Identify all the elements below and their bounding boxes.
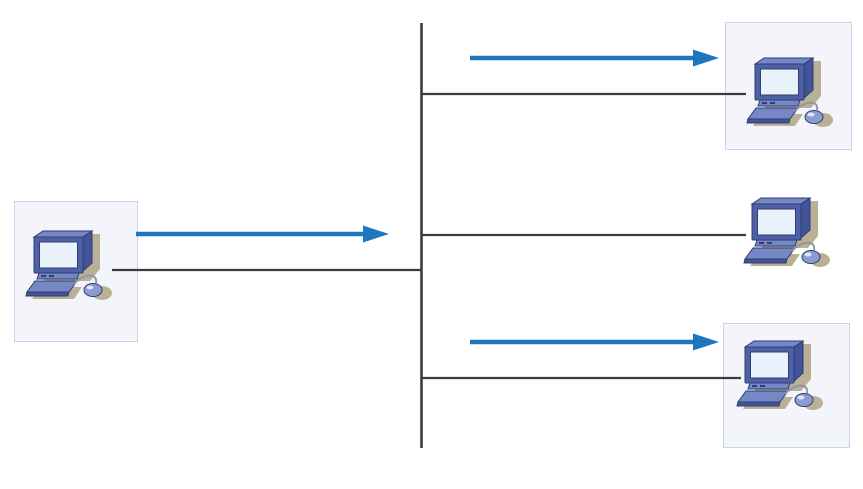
arrow-head-icon <box>363 225 389 243</box>
receiver-bottom-computer-icon <box>736 340 824 411</box>
arrow-bus-to-receiver-bottom <box>470 333 719 351</box>
arrow-sender-to-bus <box>136 225 389 243</box>
arrow-head-icon <box>693 333 719 351</box>
arrow-bus-to-receiver-top <box>470 49 719 67</box>
receiver-top-computer-icon <box>746 57 834 128</box>
receiver-middle-computer-icon <box>743 197 831 268</box>
arrow-head-icon <box>693 49 719 67</box>
sender-computer-icon <box>25 230 113 301</box>
